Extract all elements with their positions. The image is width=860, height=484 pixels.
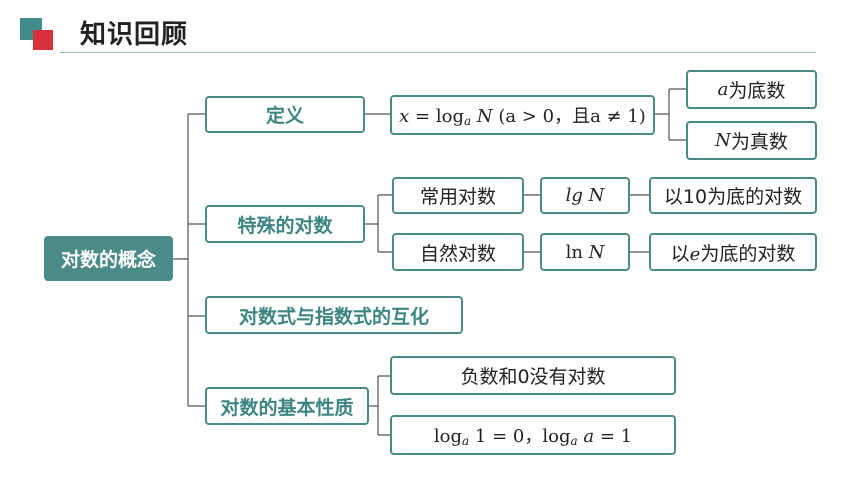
connector-definition: [365, 88, 686, 141]
common-log-node: 常用对数: [392, 177, 524, 214]
connector-root: [173, 113, 205, 407]
common-log-notation-node: lg N: [540, 177, 630, 214]
base-text: 为底数: [728, 80, 786, 102]
property-negative-text: 负数和0没有对数: [460, 366, 606, 388]
natural-log-node: 自然对数: [392, 233, 524, 271]
root-node: 对数的概念: [44, 236, 173, 281]
property-negative-node: 负数和0没有对数: [390, 356, 676, 395]
conversion-label: 对数式与指数式的互化: [238, 305, 429, 328]
definition-node: 定义: [205, 96, 365, 133]
page-title: 知识回顾: [80, 20, 189, 50]
natural-log-notation: ln N: [565, 241, 605, 263]
logo-square-red: [33, 30, 53, 50]
property-log-values-node: loga 1 = 0，loga a = 1: [390, 415, 676, 455]
properties-label: 对数的基本性质: [220, 396, 354, 419]
title-divider: [60, 52, 816, 53]
common-log-desc: 以10为底的对数: [663, 186, 803, 208]
natural-log-label: 自然对数: [419, 242, 496, 265]
natural-log-notation-node: ln N: [540, 233, 630, 271]
common-log-notation: lg N: [565, 185, 605, 206]
connector-special: [365, 194, 649, 253]
argument-node: N 为真数: [686, 121, 817, 160]
properties-node: 对数的基本性质: [205, 387, 369, 425]
common-log-desc-node: 以10为底的对数: [649, 177, 817, 214]
argument-var: N: [715, 130, 731, 151]
definition-label: 定义: [265, 105, 304, 127]
definition-formula-node: x = loga N (a > 0，且a ≠ 1): [390, 95, 655, 135]
connector-properties: [369, 375, 390, 436]
property-log-values: loga 1 = 0，loga a = 1: [433, 426, 633, 448]
definition-formula: x = loga N (a > 0，且a ≠ 1): [399, 106, 646, 128]
special-node: 特殊的对数: [205, 205, 365, 243]
special-label: 特殊的对数: [237, 214, 333, 237]
definition-conditions: (a > 0，且a ≠ 1): [498, 106, 646, 127]
conversion-node: 对数式与指数式的互化: [205, 296, 463, 334]
base-node: a 为底数: [686, 70, 817, 109]
base-var: a: [717, 79, 729, 100]
natural-log-desc: 以e为底的对数: [670, 242, 796, 265]
root-label: 对数的概念: [60, 249, 156, 271]
argument-text: 为真数: [730, 131, 788, 153]
natural-log-desc-node: 以e为底的对数: [649, 233, 817, 271]
common-log-label: 常用对数: [419, 186, 496, 208]
